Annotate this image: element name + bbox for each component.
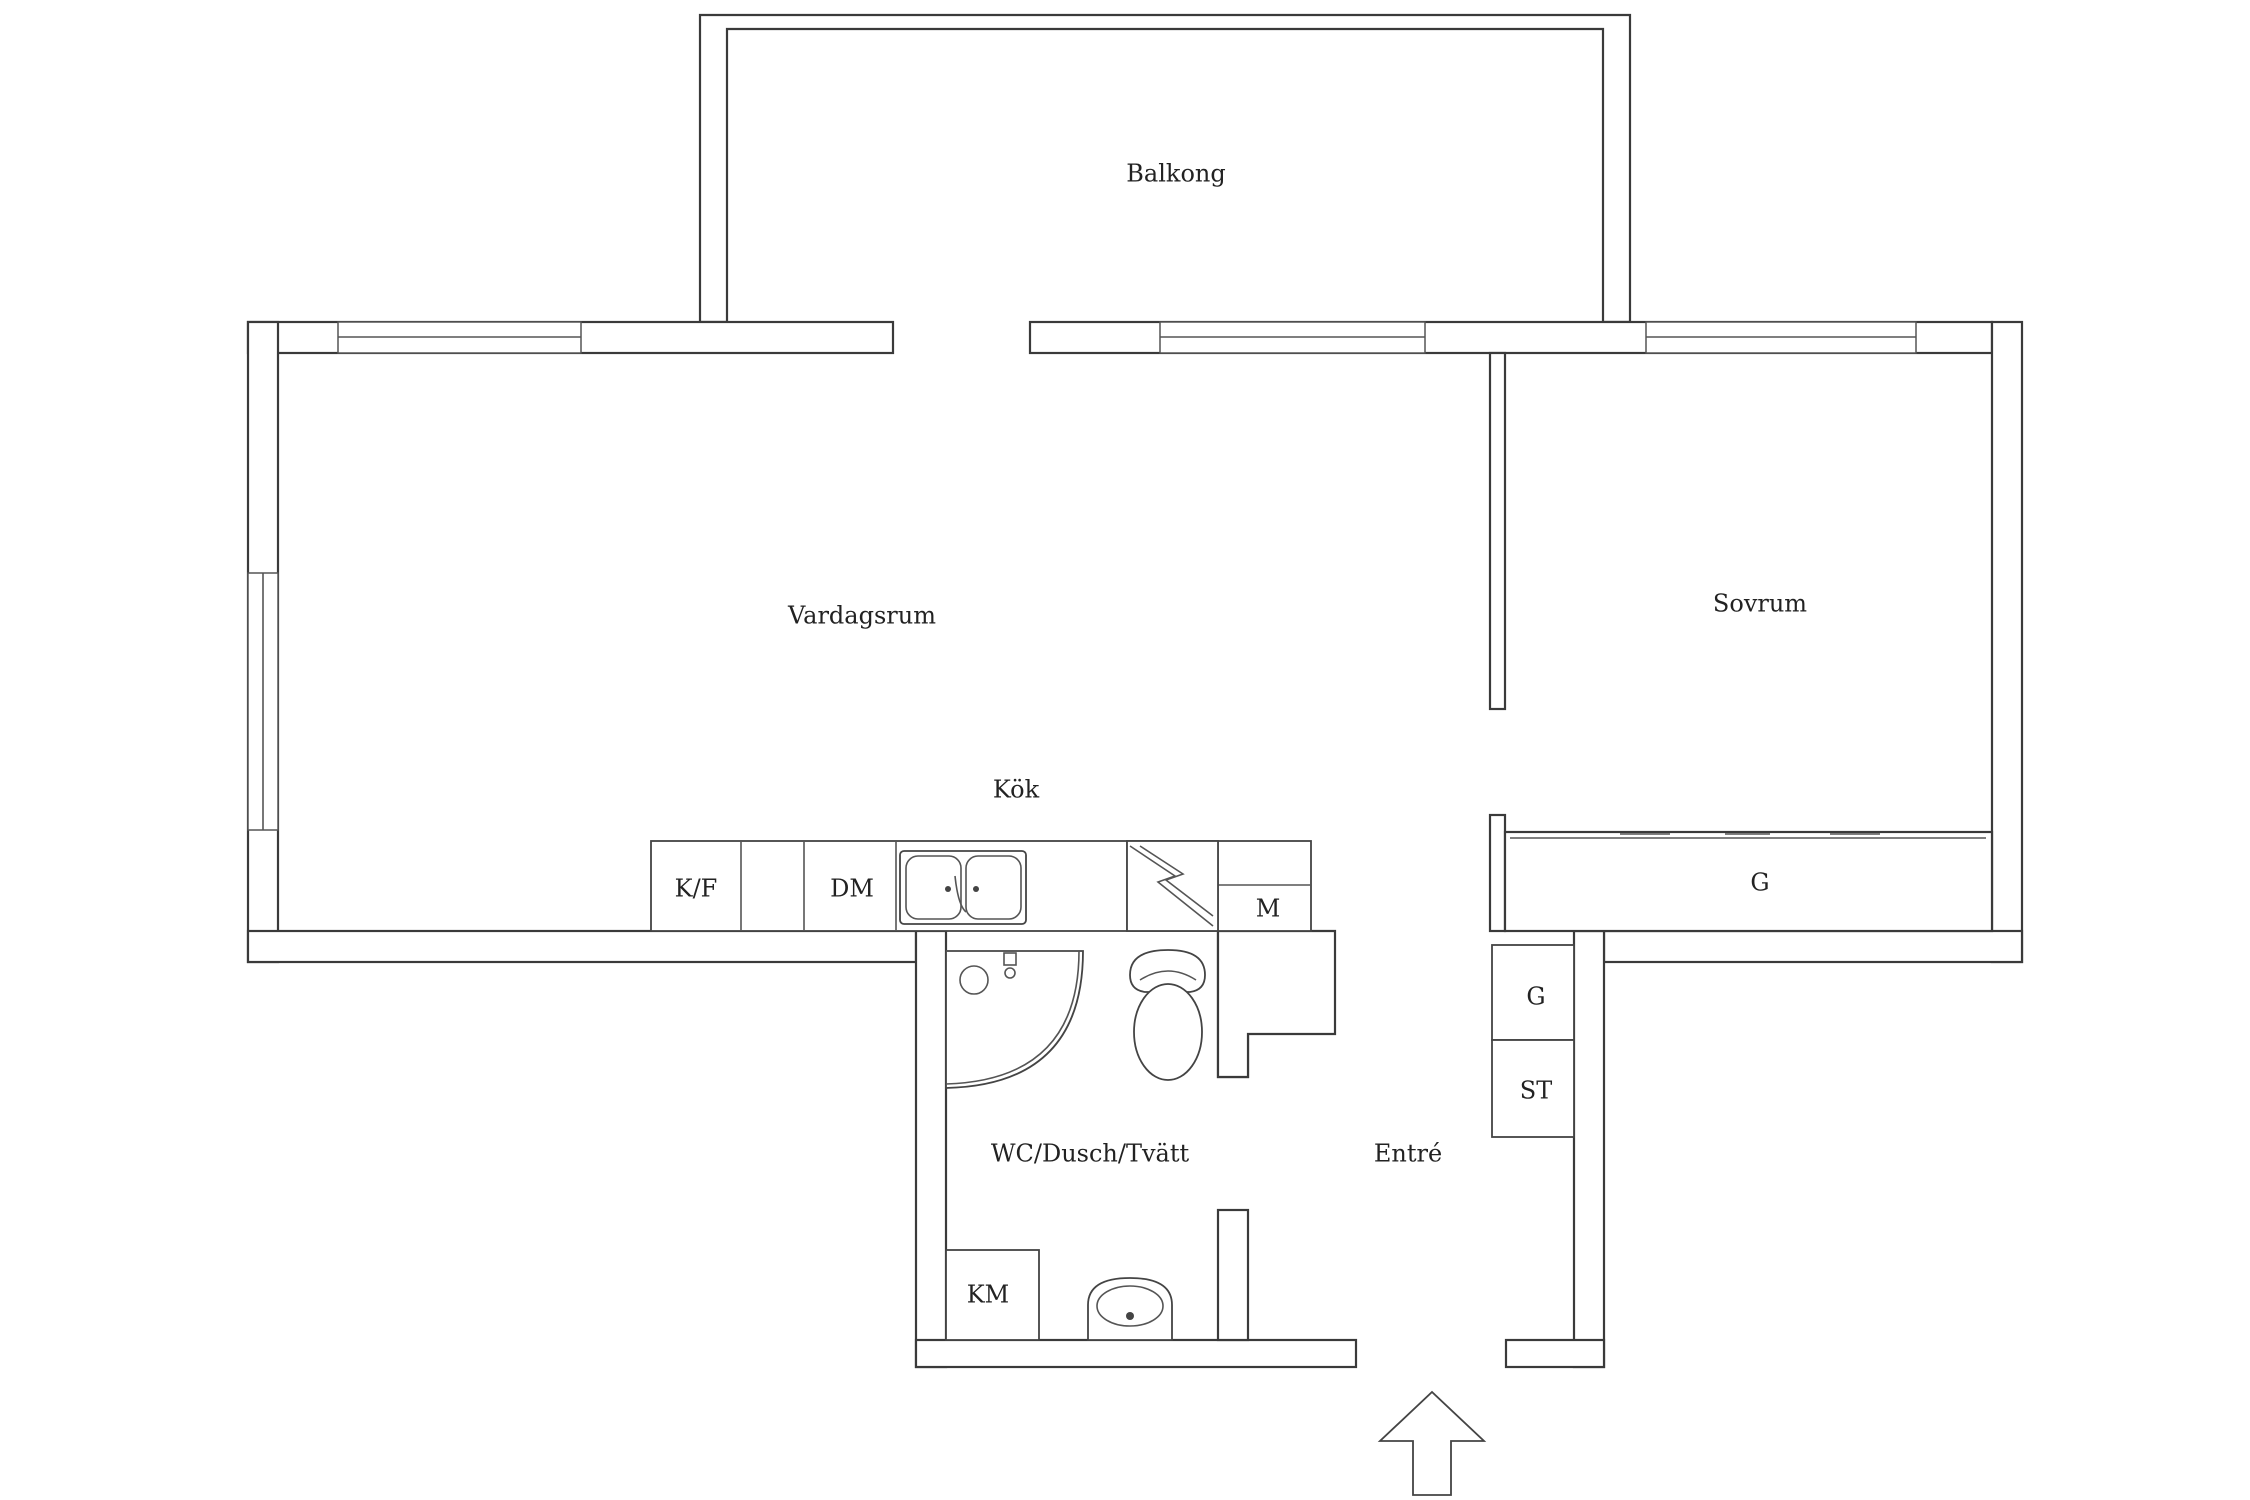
stove-icon	[1126, 840, 1219, 932]
washbasin-icon	[1087, 1277, 1173, 1341]
room-label-wc: WC/Dusch/Tvätt	[991, 1140, 1190, 1168]
shower-icon	[945, 950, 1084, 1089]
windows	[247, 321, 1917, 831]
entrance-arrow-icon	[1377, 1390, 1487, 1496]
room-label-vardagsrum: Vardagsrum	[787, 602, 936, 630]
toilet-icon	[1129, 949, 1206, 1081]
laundry-box	[945, 1249, 1040, 1341]
kitchen-sink-icon	[899, 850, 1027, 925]
fixture-label-dm: DM	[830, 875, 874, 903]
entry-cabinets	[1491, 944, 1575, 1138]
fixture-label-km: KM	[967, 1281, 1010, 1309]
room-label-sovrum: Sovrum	[1713, 590, 1807, 618]
interior-walls	[1216, 351, 1994, 1342]
fixture-label-st: ST	[1520, 1077, 1552, 1105]
fixture-label-m: M	[1256, 895, 1281, 923]
fixture-label-g-sovrum: G	[1750, 869, 1769, 897]
fixture-label-kf: K/F	[675, 875, 718, 903]
room-label-balkong: Balkong	[1126, 160, 1225, 188]
room-label-entre: Entré	[1374, 1140, 1442, 1168]
fixture-label-g-entre: G	[1526, 983, 1545, 1011]
room-label-kok: Kök	[993, 776, 1040, 804]
